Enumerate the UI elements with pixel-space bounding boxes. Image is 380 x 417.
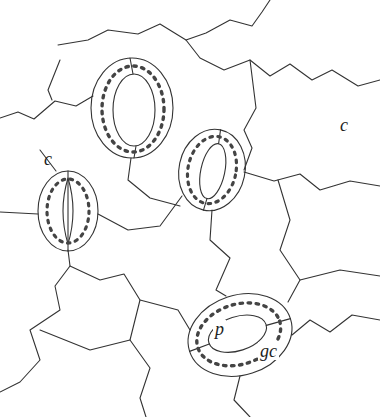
stoma (38, 171, 98, 251)
guard-cell-label: gc (258, 342, 279, 360)
pore-label: p (213, 320, 226, 338)
cell-label: c (338, 116, 350, 134)
stoma (177, 281, 303, 390)
stoma (171, 123, 253, 217)
cell-label: c (42, 150, 54, 168)
stoma (91, 58, 173, 158)
